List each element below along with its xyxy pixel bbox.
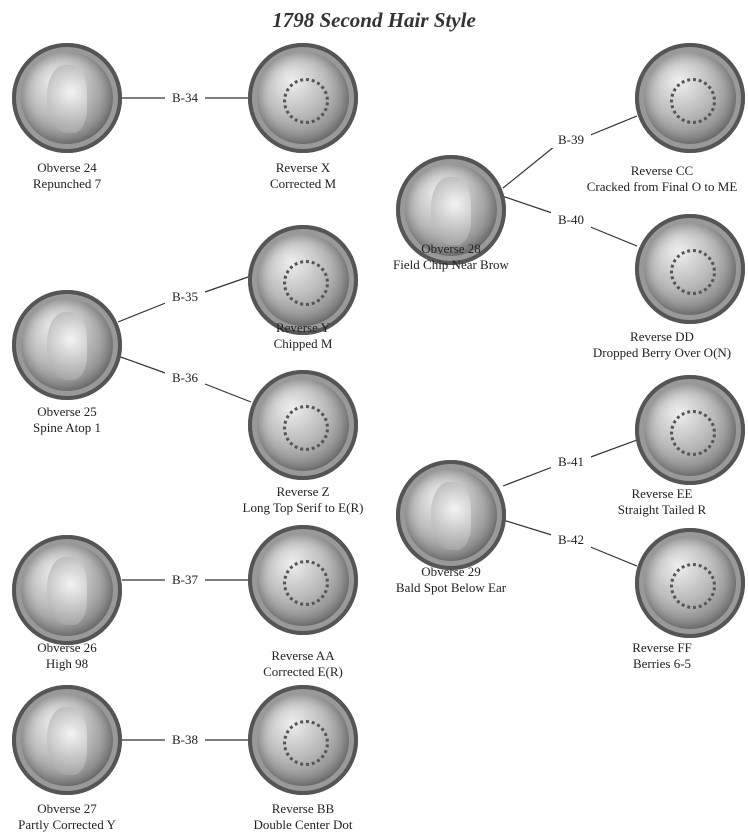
coin-reverse-dd [635, 214, 745, 324]
connector-line [587, 225, 638, 247]
caption-title: Reverse Y [275, 320, 331, 335]
connector-line [587, 545, 638, 567]
caption-title: Reverse DD [630, 329, 694, 344]
variety-label-b36: B-36 [165, 370, 205, 386]
coin-reverse-ee [635, 375, 745, 485]
coin-reverse-aa [248, 525, 358, 635]
caption-desc: Cracked from Final O to ME [586, 179, 738, 194]
connector-line [204, 275, 252, 293]
variety-label-b38: B-38 [165, 732, 205, 748]
variety-label-b42: B-42 [551, 532, 591, 548]
variety-label-b40: B-40 [551, 212, 591, 228]
coin-obverse-24 [12, 43, 122, 153]
caption-desc: Dropped Berry Over O(N) [592, 345, 732, 360]
variety-label-b37: B-37 [165, 572, 205, 588]
caption-desc: Spine Atop 1 [33, 420, 101, 435]
caption-title: Obverse 28 [421, 241, 481, 256]
caption-title: Obverse 29 [421, 564, 481, 579]
caption-title: Reverse EE [631, 486, 693, 501]
caption-desc: Long Top Serif to E(R) [242, 500, 364, 515]
connector-line [502, 465, 556, 487]
caption-desc: Chipped M [273, 336, 333, 351]
coin-reverse-z [248, 370, 358, 480]
variety-label-b35: B-35 [165, 289, 205, 305]
caption-desc: Corrected M [269, 176, 337, 191]
coin-obverse-26 [12, 535, 122, 645]
page-title: 1798 Second Hair Style [272, 8, 476, 32]
caption-desc: Straight Tailed R [617, 502, 707, 517]
caption-title: Obverse 26 [37, 640, 97, 655]
coin-obverse-29 [396, 460, 506, 570]
coin-reverse-x [248, 43, 358, 153]
caption-title: Reverse BB [271, 801, 335, 816]
connector-line [502, 145, 556, 189]
coin-obverse-25 [12, 290, 122, 400]
caption-desc: Double Center Dot [253, 817, 353, 832]
connector-line [117, 355, 169, 375]
caption-title: Obverse 27 [37, 801, 97, 816]
caption-title: Reverse Z [276, 484, 330, 499]
caption-desc: Berries 6-5 [632, 656, 692, 671]
caption-desc: High 98 [45, 656, 89, 671]
connector-line [587, 115, 638, 137]
caption-title: Reverse CC [630, 163, 694, 178]
connector-line [502, 519, 556, 537]
connector-line [587, 439, 638, 459]
variety-label-b41: B-41 [551, 454, 591, 470]
caption-title: Reverse FF [632, 640, 692, 655]
connector-line [204, 383, 252, 403]
connector-line [501, 195, 556, 215]
coin-obverse-27 [12, 685, 122, 795]
variety-label-b34: B-34 [165, 90, 205, 106]
caption-desc: Bald Spot Below Ear [395, 580, 507, 595]
coin-obverse-28 [396, 155, 506, 265]
caption-desc: Repunched 7 [32, 176, 102, 191]
coin-reverse-bb [248, 685, 358, 795]
caption-desc: Field Chip Near Brow [393, 257, 509, 272]
caption-desc: Partly Corrected Y [18, 817, 116, 832]
caption-title: Reverse X [275, 160, 331, 175]
caption-title: Reverse AA [271, 648, 335, 663]
connector-line [117, 301, 169, 323]
coin-reverse-y [248, 225, 358, 335]
coin-reverse-ff [635, 528, 745, 638]
variety-label-b39: B-39 [551, 132, 591, 148]
caption-title: Obverse 25 [37, 404, 97, 419]
coin-reverse-cc [635, 43, 745, 153]
caption-title: Obverse 24 [37, 160, 97, 175]
caption-desc: Corrected E(R) [263, 664, 343, 679]
